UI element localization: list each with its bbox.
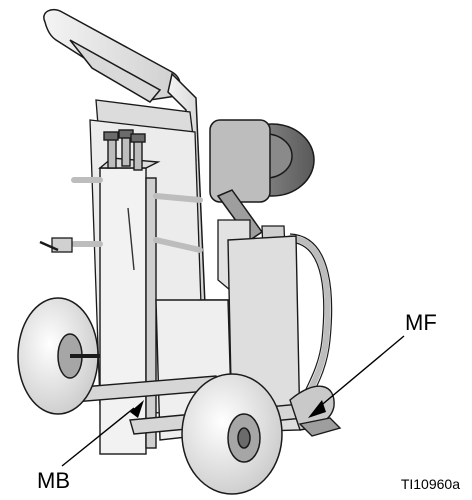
pump-tower bbox=[98, 129, 161, 455]
motor bbox=[209, 119, 315, 242]
callout-label-mb: MB bbox=[37, 468, 70, 493]
figure-id: TI10960a bbox=[400, 476, 460, 492]
right-wheel bbox=[181, 373, 283, 495]
left-wheel bbox=[17, 297, 100, 415]
leader-mf bbox=[308, 335, 405, 418]
leader-mb bbox=[61, 400, 144, 467]
callout-label-mf: MF bbox=[405, 310, 437, 335]
